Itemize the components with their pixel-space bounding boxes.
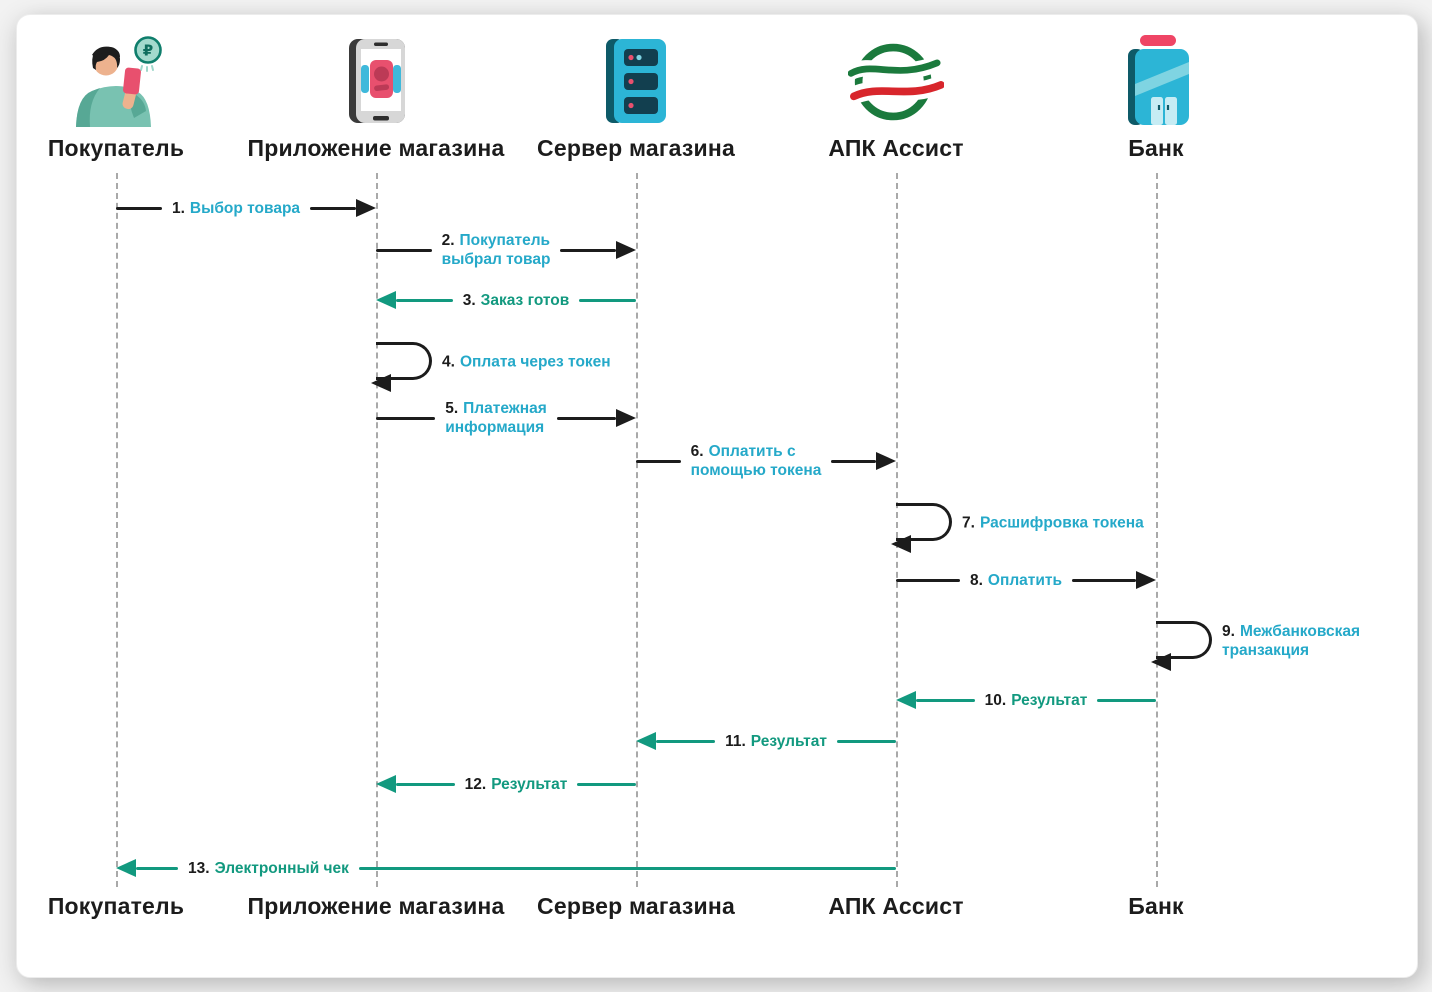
message-5-line	[556, 416, 617, 420]
message-8-arrowhead	[1136, 571, 1156, 589]
message-8: 8.Оплатить	[896, 558, 1156, 602]
bank-card-icon	[1096, 35, 1216, 127]
message-2-arrowhead	[616, 241, 637, 259]
message-2-number: 2.	[441, 232, 455, 249]
message-9-self-loop-arrow	[1151, 621, 1212, 671]
message-3-label: 3.Заказ готов	[462, 291, 570, 309]
message-11-label: 11.Результат	[725, 732, 827, 750]
message-13-label: 13.Электронный чек	[188, 859, 349, 877]
message-10: 10.Результат	[896, 678, 1156, 722]
message-10-arrowhead	[896, 691, 916, 709]
message-1: 1.Выбор товара	[116, 186, 377, 230]
message-7-self: 7.Расшифровка токена	[891, 501, 1256, 553]
message-7-self-loop-arrow	[891, 503, 952, 553]
message-10-number: 10.	[984, 691, 1007, 709]
message-12-arrowhead	[376, 775, 396, 793]
message-5-arrowhead	[616, 409, 637, 427]
message-1-line	[310, 206, 357, 210]
message-7-arrowhead	[891, 535, 911, 553]
message-3-line	[396, 298, 453, 302]
actor-label-top-server: Сервер магазина	[537, 135, 735, 161]
message-13: 13.Электронный чек	[116, 846, 896, 890]
lifeline-buyer	[116, 173, 118, 887]
actor-label-bottom-assist: АПК Ассист	[828, 893, 964, 919]
message-7-number: 7.	[962, 514, 975, 532]
message-2-line	[560, 248, 617, 252]
actor-label-bottom-buyer: Покупатель	[47, 893, 185, 919]
message-4-label: 4.Оплата через токен	[442, 353, 611, 371]
message-7-label: 7.Расшифровка токена	[962, 514, 1144, 532]
lifeline-bank	[1156, 173, 1158, 887]
server-icon	[576, 35, 696, 127]
message-12-label: 12.Результат	[464, 775, 568, 793]
actor-label-top-app: Приложение магазина	[247, 135, 505, 161]
actor-label-bottom-bank: Банк	[1128, 893, 1184, 919]
message-8-line	[1072, 578, 1136, 582]
message-1-line	[116, 206, 162, 210]
message-3-arrowhead	[376, 291, 396, 309]
message-1-arrowhead	[356, 199, 377, 217]
message-6-arrowhead	[876, 452, 897, 470]
message-12-line	[577, 782, 636, 786]
message-8-label: 8.Оплатить	[969, 571, 1063, 589]
message-12: 12.Результат	[376, 762, 636, 806]
message-8-line	[896, 578, 960, 582]
message-11-arrowhead	[636, 732, 656, 750]
message-3-number: 3.	[462, 291, 476, 309]
store-app-phone-icon	[316, 35, 436, 127]
message-2-line	[376, 248, 432, 252]
message-10-label: 10.Результат	[984, 691, 1088, 709]
message-3: 3.Заказ готов	[376, 278, 637, 322]
message-4-self: 4.Оплата через токен	[371, 340, 736, 392]
actor-label-bottom-server: Сервер магазина	[537, 893, 735, 919]
message-12-line	[396, 782, 455, 786]
message-10-line	[1097, 698, 1156, 702]
message-4-number: 4.	[442, 353, 455, 371]
message-6-number: 6.	[690, 443, 704, 460]
svg-text:₽: ₽	[143, 42, 153, 60]
lifeline-app	[376, 173, 378, 887]
message-8-number: 8.	[969, 571, 983, 589]
actor-label-top-buyer: Покупатель	[47, 135, 185, 161]
lifeline-server	[636, 173, 638, 887]
message-6-line	[636, 459, 681, 463]
actor-label-top-bank: Банк	[1128, 135, 1184, 161]
message-9-arrowhead	[1151, 653, 1171, 671]
message-13-number: 13.	[188, 859, 210, 877]
message-1-number: 1.	[171, 199, 185, 217]
message-13-line	[136, 866, 178, 870]
message-5-line	[376, 416, 436, 420]
message-6-line	[831, 459, 877, 463]
message-9-number: 9.	[1222, 623, 1235, 640]
message-11-line	[656, 739, 716, 743]
message-11-line	[836, 739, 897, 743]
message-3-line	[579, 298, 637, 302]
assist-logo-icon	[836, 35, 956, 127]
message-4-self-loop-arrow	[371, 342, 432, 392]
message-1-label: 1.Выбор товара	[171, 199, 301, 217]
message-12-number: 12.	[464, 775, 487, 793]
actor-label-bottom-app: Приложение магазина	[247, 893, 505, 919]
message-13-line	[358, 866, 896, 870]
message-10-line	[916, 698, 975, 702]
message-11: 11.Результат	[636, 719, 897, 763]
actor-label-top-assist: АПК Ассист	[828, 135, 964, 161]
person-with-phone-icon: ₽	[56, 35, 176, 127]
message-11-number: 11.	[725, 732, 746, 750]
message-4-arrowhead	[371, 374, 391, 392]
message-13-arrowhead	[116, 859, 136, 877]
message-5-number: 5.	[445, 400, 459, 417]
